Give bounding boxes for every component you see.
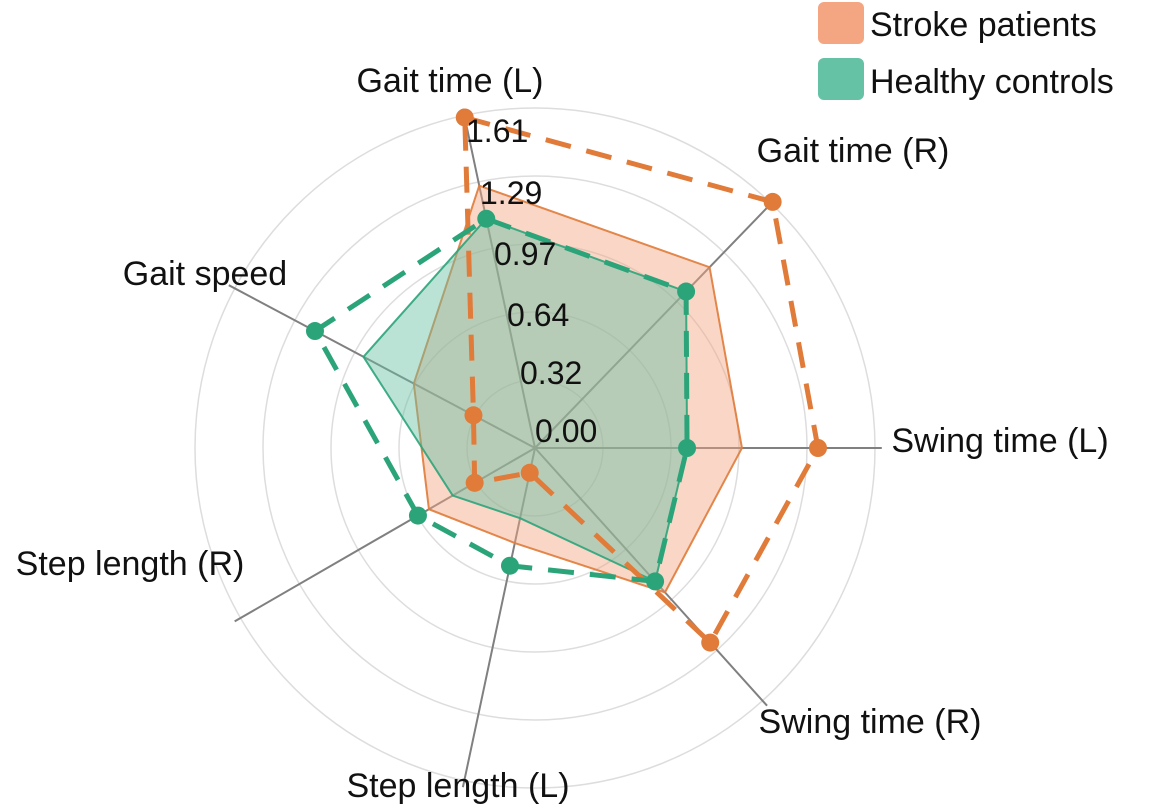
marker-stroke-patients-gait-time-r	[763, 192, 782, 211]
series-markers	[305, 108, 827, 652]
axis-label-swing-time-r: Swing time (R)	[759, 703, 982, 741]
axis-label-step-length-l: Step length (L)	[346, 767, 569, 805]
marker-healthy-controls-step-length-l	[500, 556, 519, 575]
marker-healthy-controls-gait-speed	[305, 322, 324, 341]
marker-healthy-controls-gait-time-r	[677, 282, 696, 301]
axis-label-swing-time-l: Swing time (L)	[891, 422, 1108, 460]
legend-swatch-healthy-controls	[818, 58, 864, 100]
marker-healthy-controls-swing-time-l	[678, 439, 697, 457]
spoke-gait-time-r	[534, 197, 777, 449]
spoke-step-length-r	[234, 447, 536, 623]
marker-stroke-patients-swing-time-r	[701, 633, 720, 652]
radial-tick-label: 0.64	[507, 297, 569, 333]
dashed-line-stroke-patients	[462, 114, 821, 646]
legend-swatch-stroke-patients	[818, 2, 864, 44]
axis-label-step-length-r: Step length (R)	[16, 545, 245, 583]
fill-area-healthy-controls	[362, 217, 689, 583]
radial-tick-label: 1.61	[466, 113, 528, 149]
series-fills	[362, 184, 744, 594]
axis-label-gait-speed: Gait speed	[123, 255, 287, 293]
axis-labels: Gait time (L) Gait time (R) Swing time (L)…	[16, 62, 1109, 805]
radial-tick-label: 0.00	[535, 413, 597, 449]
marker-healthy-controls-step-length-r	[408, 506, 427, 525]
series-dashed-lines	[312, 114, 821, 646]
spoke-step-length-l	[461, 447, 536, 788]
marker-stroke-patients-gait-time-l	[455, 108, 474, 127]
axis-label-gait-time-r: Gait time (R)	[757, 132, 950, 170]
marker-stroke-patients-step-length-l	[520, 463, 539, 482]
legend: Stroke patients Healthy controls	[818, 2, 1114, 101]
radial-tick-label: 0.32	[520, 355, 582, 391]
radial-tick-label: 0.97	[494, 236, 556, 272]
marker-healthy-controls-gait-time-l	[477, 209, 496, 228]
spoke-gait-speed	[228, 284, 536, 449]
radial-tick-label: 1.29	[480, 175, 542, 211]
marker-stroke-patients-swing-time-l	[808, 439, 827, 457]
marker-stroke-patients-step-length-r	[465, 473, 484, 492]
legend-label-healthy-controls: Healthy controls	[870, 63, 1114, 101]
spoke-gait-time-l	[461, 108, 536, 449]
axis-label-gait-time-l: Gait time (L)	[356, 62, 543, 100]
dashed-line-healthy-controls	[312, 216, 690, 584]
marker-stroke-patients-gait-speed	[464, 406, 483, 425]
legend-label-stroke-patients: Stroke patients	[870, 6, 1097, 44]
radial-tick-labels: 0.00 0.32 0.64 0.97 1.29 1.61	[466, 113, 597, 449]
marker-healthy-controls-swing-time-r	[646, 572, 665, 591]
fill-area-stroke-patients	[412, 184, 744, 594]
